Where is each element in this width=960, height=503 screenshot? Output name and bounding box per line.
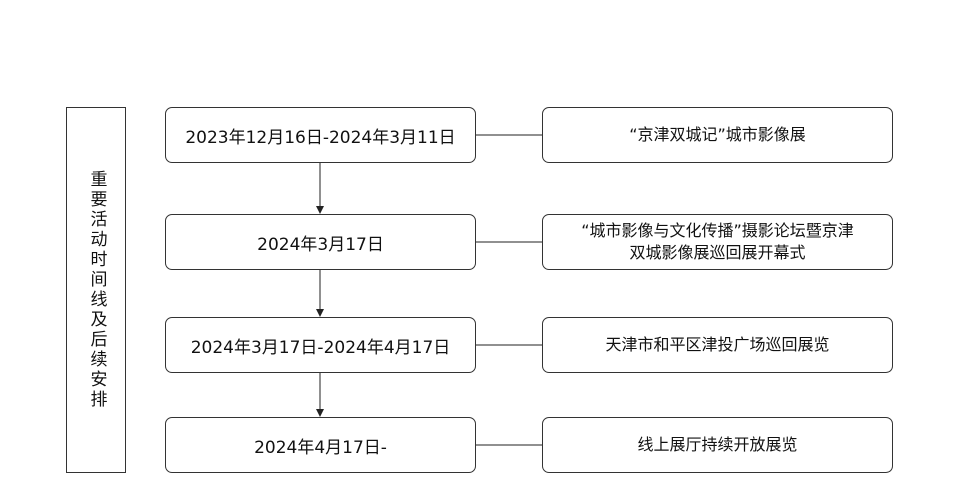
event-box-2: “城市影像与文化传播”摄影论坛暨京津 双城影像展巡回展开幕式	[542, 214, 893, 270]
event-box-1: “京津双城记”城市影像展	[542, 107, 893, 163]
event-text-1: “京津双城记”城市影像展	[629, 125, 806, 144]
side-label-text: 重要活动时间线及后续安排	[86, 170, 107, 410]
date-box-3: 2024年3月17日-2024年4月17日	[165, 317, 476, 373]
event-text-2: “城市影像与文化传播”摄影论坛暨京津 双城影像展巡回展开幕式	[581, 221, 854, 262]
date-text-1: 2023年12月16日-2024年3月11日	[185, 127, 456, 148]
event-text-3: 天津市和平区津投广场巡回展览	[605, 335, 830, 354]
date-box-2: 2024年3月17日	[165, 214, 476, 270]
timeline-side-label: 重要活动时间线及后续安排	[66, 107, 126, 473]
event-text-4: 线上展厅持续开放展览	[637, 435, 798, 454]
date-text-4: 2024年4月17日-	[254, 437, 387, 458]
date-box-1: 2023年12月16日-2024年3月11日	[165, 107, 476, 163]
event-box-4: 线上展厅持续开放展览	[542, 417, 893, 473]
date-text-2: 2024年3月17日	[257, 234, 384, 255]
date-text-3: 2024年3月17日-2024年4月17日	[190, 337, 451, 358]
event-box-3: 天津市和平区津投广场巡回展览	[542, 317, 893, 373]
date-box-4: 2024年4月17日-	[165, 417, 476, 473]
